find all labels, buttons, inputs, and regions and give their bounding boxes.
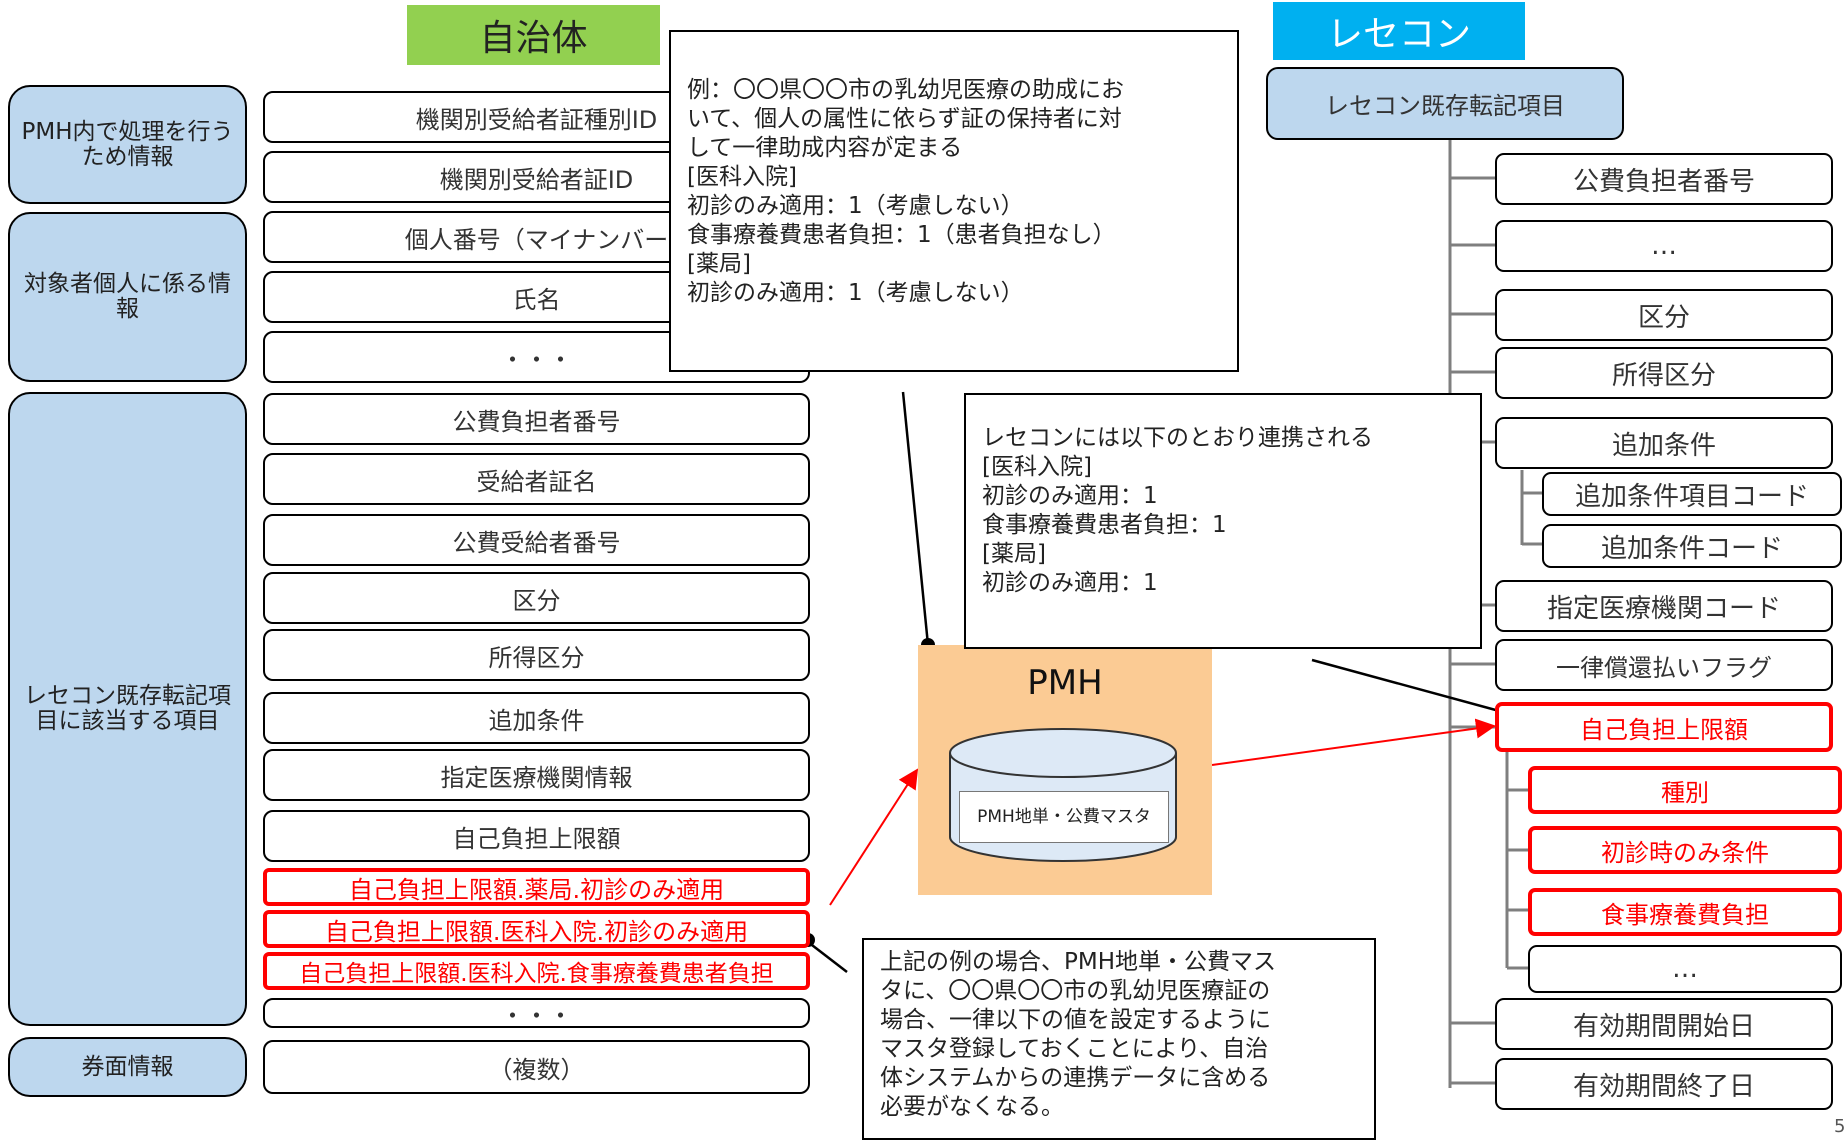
rececon-line: 初診のみ適用：1 <box>982 570 1158 596</box>
rececon-link-callout: レセコンには以下のとおり連携される [医科入院] 初診のみ適用：1 食事療養費患… <box>964 393 1482 649</box>
rececon-root: レセコン既存転記項目 <box>1266 67 1624 140</box>
example-line: [医科入院] <box>687 164 797 190</box>
example-line: [薬局] <box>687 251 751 277</box>
left-item-cert-name: 受給者証名 <box>263 453 810 505</box>
rececon-line: [薬局] <box>982 541 1046 567</box>
pmh-title: PMH <box>1027 663 1103 703</box>
municipality-header: 自治体 <box>407 5 660 65</box>
category-individual: 対象者個人に係る情報 <box>8 212 247 382</box>
black-pointer-lines <box>807 391 1504 973</box>
note-line: 必要がなくなる。 <box>880 1094 1064 1120</box>
right-item-type: 種別 <box>1528 766 1842 814</box>
note-line: 場合、一律以下の値を設定するように <box>880 1007 1271 1033</box>
right-item-ellipsis-2: … <box>1528 945 1842 993</box>
note-line: マスタ登録しておくことにより、自治 <box>880 1036 1269 1062</box>
rececon-header: レセコン <box>1273 2 1525 60</box>
left-item-ellipsis-2: ・・・ <box>263 998 810 1028</box>
right-item-valid-to: 有効期間終了日 <box>1495 1058 1833 1110</box>
right-item-condition-item-code: 追加条件項目コード <box>1542 472 1842 516</box>
category-ticket-face: 券面情報 <box>8 1037 247 1097</box>
left-item-additional-conditions: 追加条件 <box>263 692 810 744</box>
right-item-condition-code: 追加条件コード <box>1542 524 1842 568</box>
right-item-income-category: 所得区分 <box>1495 347 1833 399</box>
right-item-category: 区分 <box>1495 289 1833 341</box>
right-item-meal-cost: 食事療養費負担 <box>1528 888 1842 936</box>
page-number: 5 <box>1834 1116 1846 1137</box>
left-item-multiple: （複数） <box>263 1040 810 1094</box>
left-item-copay-pharmacy-first: 自己負担上限額.薬局.初診のみ適用 <box>263 868 810 906</box>
category-pmh-processing: PMH内で処理を行うため情報 <box>8 85 247 204</box>
right-item-first-visit-condition: 初診時のみ条件 <box>1528 826 1842 874</box>
note-line: 上記の例の場合、PMH地単・公費マス <box>880 949 1277 975</box>
left-item-copay-inpatient-meal: 自己負担上限額.医科入院.食事療養費患者負担 <box>263 952 810 990</box>
example-line: 例：〇〇県〇〇市の乳幼児医療の助成にお <box>687 77 1124 103</box>
example-line: 初診のみ適用：1（考慮しない） <box>687 280 1024 306</box>
right-item-institution-code: 指定医療機関コード <box>1495 580 1833 632</box>
right-item-reimbursement-flag: 一律償還払いフラグ <box>1495 639 1833 691</box>
right-item-additional-conditions: 追加条件 <box>1495 417 1833 469</box>
pmh-master-label: PMH地単・公費マスタ <box>959 791 1169 843</box>
example-callout: 例：〇〇県〇〇市の乳幼児医療の助成にお いて、個人の属性に依らず証の保持者に対 … <box>669 30 1239 372</box>
left-item-copay-inpatient-first: 自己負担上限額.医科入院.初診のみ適用 <box>263 910 810 948</box>
rececon-line: 初診のみ適用：1 <box>982 483 1158 509</box>
example-line: いて、個人の属性に依らず証の保持者に対 <box>687 106 1122 132</box>
example-line: 食事療養費患者負担：1（患者負担なし） <box>687 222 1116 248</box>
right-item-payer-number: 公費負担者番号 <box>1495 153 1833 205</box>
left-item-payer-number: 公費負担者番号 <box>263 393 810 445</box>
example-line: 初診のみ適用：1（考慮しない） <box>687 193 1024 219</box>
rececon-line: 食事療養費患者負担：1 <box>982 512 1227 538</box>
category-rececon-transfer: レセコン既存転記項目に該当する項目 <box>8 392 247 1026</box>
pmh-block: PMH PMH地単・公費マスタ <box>918 645 1212 895</box>
note-line: 体システムからの連携データに含める <box>880 1065 1271 1091</box>
note-callout: 上記の例の場合、PMH地単・公費マス タに、〇〇県〇〇市の乳幼児医療証の 場合、… <box>862 938 1376 1140</box>
right-item-ellipsis: … <box>1495 220 1833 272</box>
left-item-copay-limit: 自己負担上限額 <box>263 810 810 862</box>
right-item-valid-from: 有効期間開始日 <box>1495 998 1833 1050</box>
example-line: して一律助成内容が定まる <box>687 135 963 161</box>
red-arrows <box>829 718 1496 906</box>
left-item-category: 区分 <box>263 572 810 624</box>
note-line: タに、〇〇県〇〇市の乳幼児医療証の <box>880 978 1271 1004</box>
right-item-copay-limit: 自己負担上限額 <box>1495 702 1833 752</box>
rececon-line: [医科入院] <box>982 454 1092 480</box>
left-item-designated-institution: 指定医療機関情報 <box>263 749 810 801</box>
left-item-income-category: 所得区分 <box>263 629 810 681</box>
rececon-line: レセコンには以下のとおり連携される <box>982 425 1373 451</box>
left-item-recipient-number: 公費受給者番号 <box>263 514 810 566</box>
